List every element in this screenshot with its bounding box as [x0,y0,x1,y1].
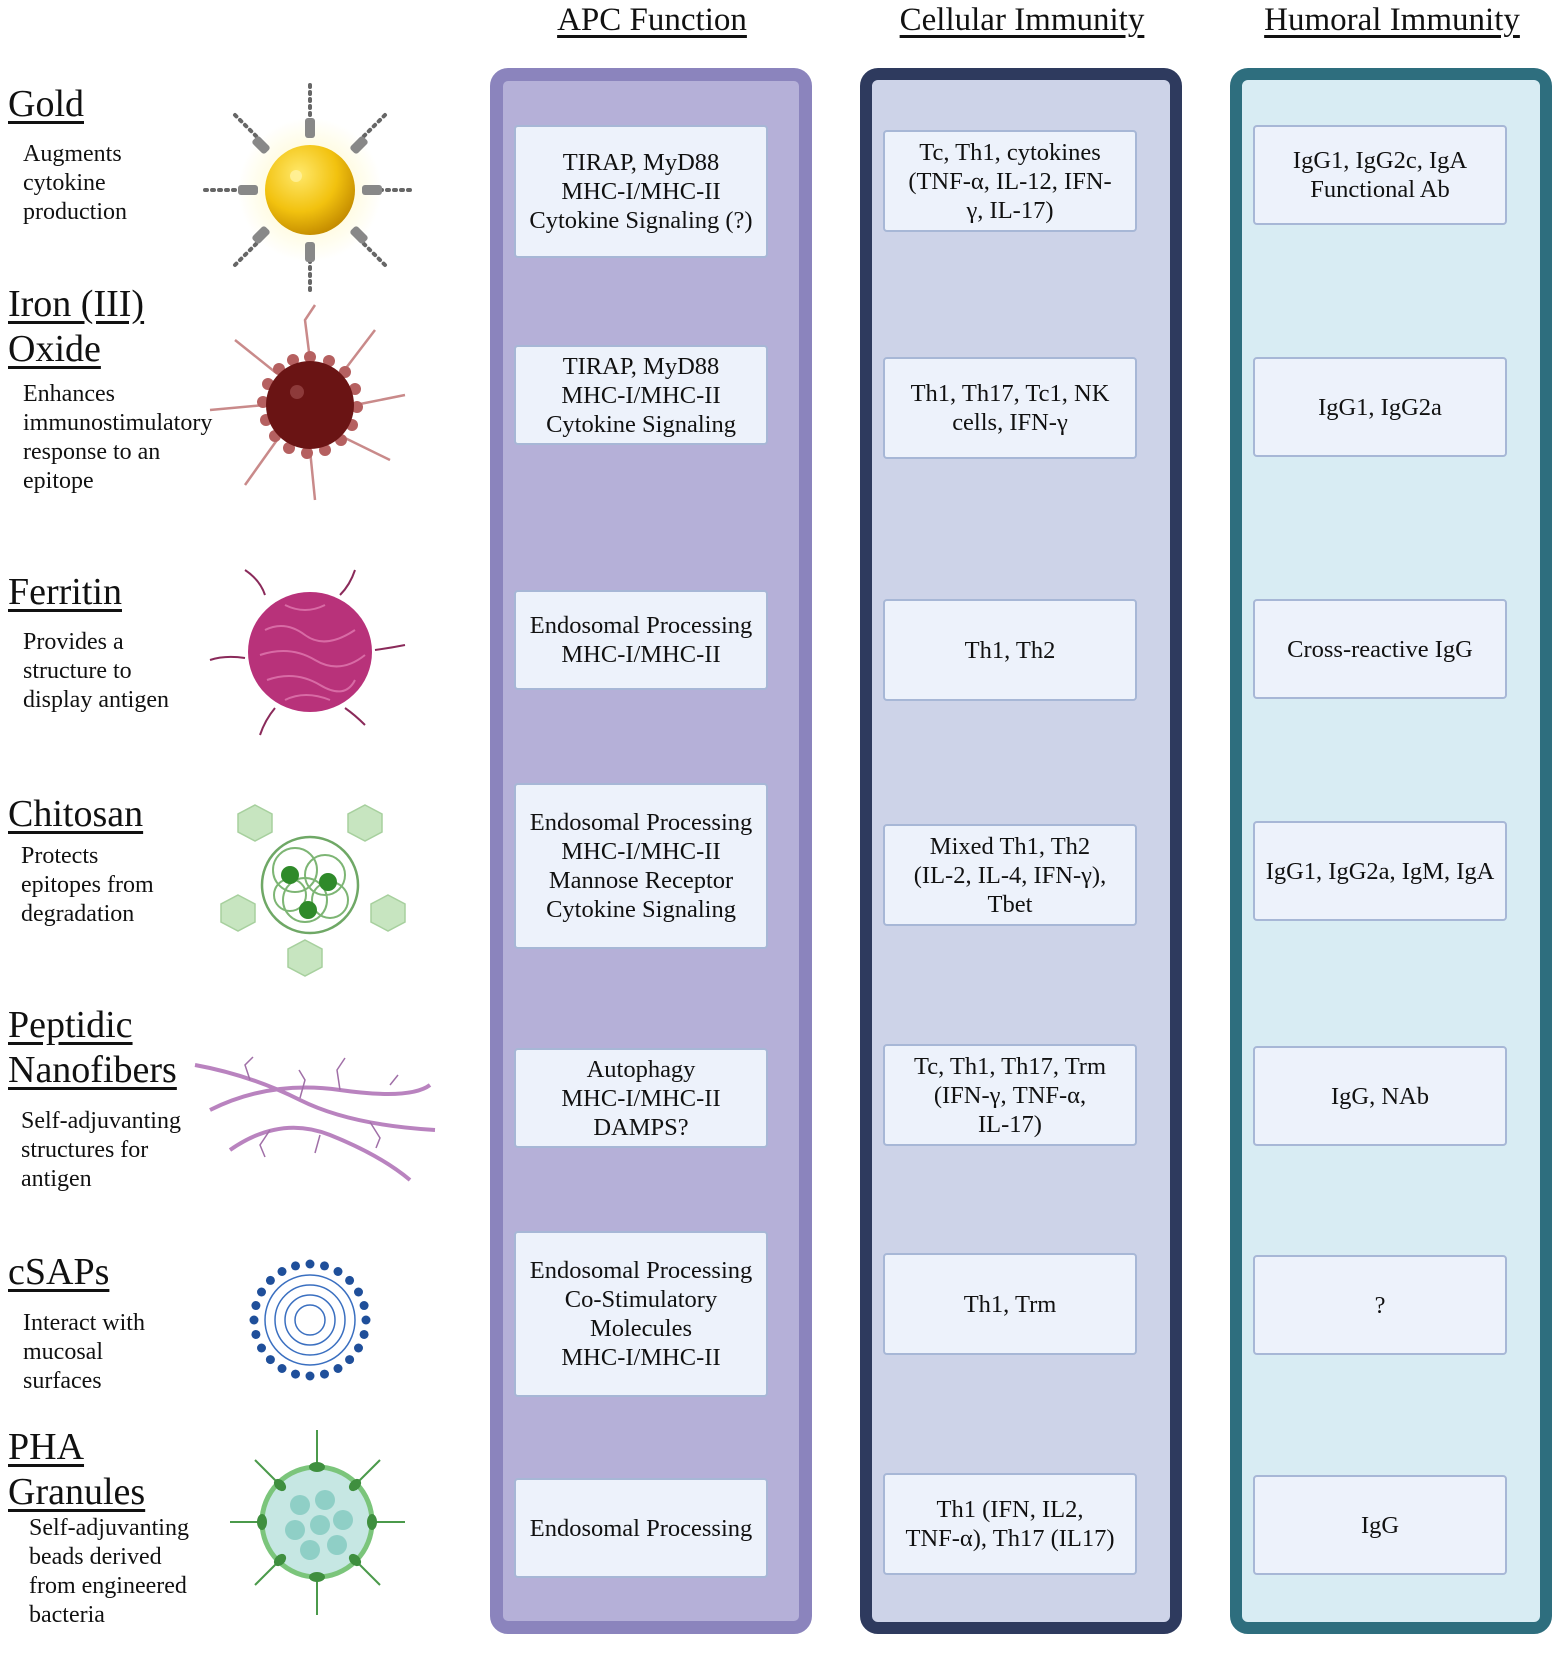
humoral-cell-ferritin: Cross-reactive IgG [1253,599,1507,699]
micelle-head-dot [305,1371,315,1381]
ferritin-icon [209,569,406,736]
title-peptidic-nanofibers: Peptidic Nanofibers [8,1004,177,1091]
micelle-head-dot [251,1301,261,1311]
micelle-head-dot [319,1369,329,1379]
pha-granule-icon [230,1430,405,1615]
micelle-head-dot [257,1343,267,1353]
title-iron-oxide: Iron (III) Oxide [8,283,145,370]
header-humoral-immunity: Humoral Immunity [1264,2,1520,38]
desc-ferritin: Provides a structure to display antigen [23,629,169,713]
micelle-head-dot [359,1301,369,1311]
apc-cell-pha: Endosomal Processing [514,1478,768,1578]
cellular-cell-chitosan: Mixed Th1, Th2 (IL-2, IL-4, IFN-γ), Tbet [883,824,1137,926]
gold-nanoparticle-icon [203,83,417,297]
desc-gold: Augments cytokine production [23,141,127,225]
cellular-cell-pha: Th1 (IFN, IL2, TNF-α), Th17 (IL17) [883,1473,1137,1575]
iron-oxide-nanoparticle-icon [209,304,406,501]
desc-peptidic-nanofibers: Self-adjuvanting structures for antigen [21,1108,181,1192]
apc-cell-chitosan: Endosomal Processing MHC-I/MHC-II Mannos… [514,783,768,949]
header-apc-function: APC Function [557,2,747,38]
humoral-cell-csaps: ? [1253,1255,1507,1355]
humoral-cell-chitosan: IgG1, IgG2a, IgM, IgA [1253,821,1507,921]
desc-iron-oxide: Enhances immunostimulatory response to a… [23,381,213,494]
desc-chitosan: Protects epitopes from degradation [21,843,154,927]
micelle-head-dot [249,1315,259,1325]
cellular-cell-ferritin: Th1, Th2 [883,599,1137,701]
cellular-immunity-panel: Tc, Th1, cytokines (TNF-α, IL-12, IFN- γ… [860,68,1182,1634]
micelle-head-dot [305,1259,315,1269]
cellular-cell-nanofibers: Tc, Th1, Th17, Trm (IFN-γ, TNF-α, IL-17) [883,1044,1137,1146]
nanofiber-icon [194,1056,436,1182]
title-gold: Gold [8,83,84,125]
micelle-head-dot [345,1355,355,1365]
micelle-head-dot [361,1315,371,1325]
apc-cell-csaps: Endosomal Processing Co-Stimulatory Mole… [514,1231,768,1397]
micelle-head-dot [265,1355,275,1365]
micelle-head-dot [291,1261,301,1271]
micelle-head-dot [319,1261,329,1271]
micelle-head-dot [277,1267,287,1277]
title-pha-granules: PHA Granules [8,1426,146,1513]
header-cellular-immunity: Cellular Immunity [899,2,1145,38]
csap-micelle-icon [249,1259,371,1381]
humoral-cell-nanofibers: IgG, NAb [1253,1046,1507,1146]
micelle-head-dot [265,1275,275,1285]
micelle-head-dot [257,1287,267,1297]
micelle-head-dot [353,1343,363,1353]
micelle-head-dot [359,1329,369,1339]
title-ferritin: Ferritin [8,571,122,613]
apc-cell-nanofibers: Autophagy MHC-I/MHC-II DAMPS? [514,1048,768,1148]
micelle-head-dot [251,1329,261,1339]
apc-function-panel: TIRAP, MyD88 MHC-I/MHC-II Cytokine Signa… [490,68,812,1634]
title-chitosan: Chitosan [8,793,144,835]
micelle-head-dot [333,1267,343,1277]
humoral-immunity-panel: IgG1, IgG2c, IgA Functional Ab IgG1, IgG… [1230,68,1552,1634]
humoral-cell-gold: IgG1, IgG2c, IgA Functional Ab [1253,125,1507,225]
cellular-cell-csaps: Th1, Trm [883,1253,1137,1355]
humoral-cell-iron-oxide: IgG1, IgG2a [1253,357,1507,457]
micelle-head-dot [291,1369,301,1379]
desc-pha-granules: Self-adjuvanting beads derived from engi… [29,1515,189,1628]
cellular-cell-gold: Tc, Th1, cytokines (TNF-α, IL-12, IFN- γ… [883,130,1137,232]
title-csaps: cSAPs [8,1251,110,1293]
micelle-head-dot [333,1363,343,1373]
cellular-cell-iron-oxide: Th1, Th17, Tc1, NK cells, IFN-γ [883,357,1137,459]
apc-cell-gold: TIRAP, MyD88 MHC-I/MHC-II Cytokine Signa… [514,125,768,258]
micelle-head-dot [345,1275,355,1285]
humoral-cell-pha: IgG [1253,1475,1507,1575]
chitosan-icon [220,804,406,977]
micelle-head-dot [277,1363,287,1373]
micelle-head-dot [353,1287,363,1297]
apc-cell-iron-oxide: TIRAP, MyD88 MHC-I/MHC-II Cytokine Signa… [514,345,768,445]
desc-csaps: Interact with mucosal surfaces [23,1310,145,1394]
apc-cell-ferritin: Endosomal Processing MHC-I/MHC-II [514,590,768,690]
